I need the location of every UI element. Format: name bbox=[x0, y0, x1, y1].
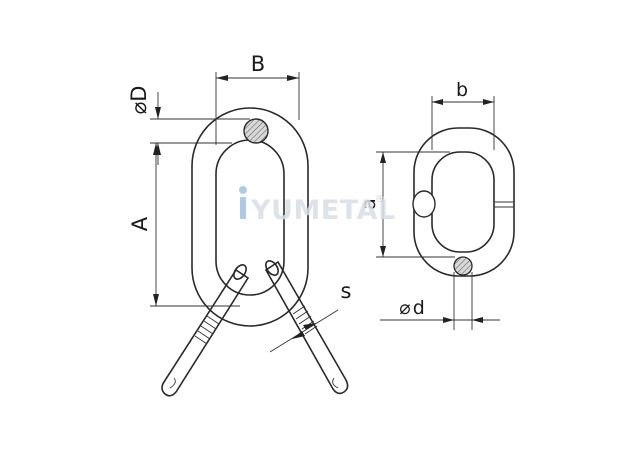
label-s: s bbox=[341, 279, 352, 303]
label-a: a bbox=[358, 198, 380, 210]
svg-text:⌀d: ⌀d bbox=[399, 297, 425, 319]
label-d: d bbox=[413, 297, 425, 319]
link-side-view bbox=[412, 127, 515, 277]
weld-bulge bbox=[412, 190, 436, 218]
dimension-D: ⌀D bbox=[127, 86, 250, 165]
label-b: b bbox=[456, 79, 468, 101]
dimension-A: A bbox=[128, 143, 240, 307]
side-link-inner-outline bbox=[431, 151, 495, 253]
bar-cross-section-D bbox=[243, 118, 269, 144]
dimension-s: s bbox=[269, 279, 352, 353]
master-link-front-view bbox=[191, 107, 309, 327]
dimension-a: a bbox=[358, 151, 455, 258]
dimension-B: B bbox=[215, 52, 300, 145]
bar-cross-section-d bbox=[453, 256, 473, 276]
master-link-outer-outline bbox=[191, 107, 309, 327]
svg-text:⌀D: ⌀D bbox=[127, 86, 151, 115]
label-B: B bbox=[251, 52, 265, 76]
dimension-d: ⌀d bbox=[380, 272, 500, 330]
watermark-registered: ® bbox=[375, 194, 385, 205]
label-D: D bbox=[127, 86, 151, 102]
label-A: A bbox=[128, 216, 152, 231]
left-leg bbox=[161, 268, 250, 397]
dimension-b: b bbox=[431, 79, 495, 150]
watermark-logo: YUMETAL ® bbox=[239, 186, 396, 226]
intermediate-legs bbox=[161, 260, 349, 397]
watermark-text: YUMETAL bbox=[250, 195, 396, 226]
diameter-symbol-d: ⌀ bbox=[399, 297, 410, 319]
diameter-symbol-D: ⌀ bbox=[127, 102, 151, 115]
